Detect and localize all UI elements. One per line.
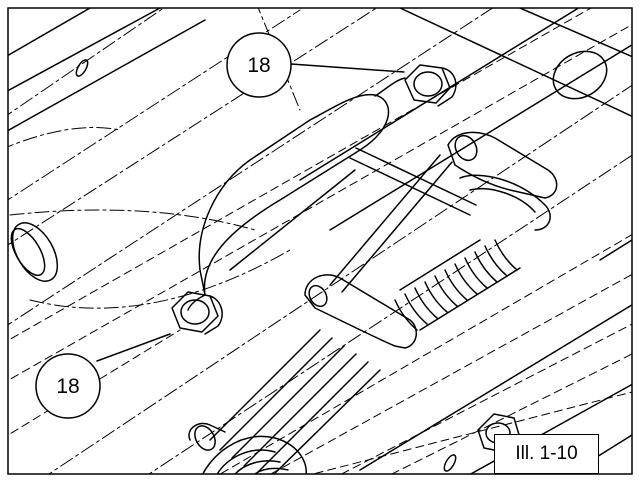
leader-lines: [96, 63, 405, 362]
slots: [10, 50, 608, 472]
plate-stack: [188, 329, 381, 474]
guide-rods: [329, 147, 477, 293]
upper-clevis: [447, 131, 558, 231]
coil-spring: [394, 239, 521, 331]
callout-bubble-lower: 18: [35, 353, 101, 419]
hex-nut-upper: [404, 64, 457, 107]
hex-nut-lower: [171, 291, 223, 335]
ribbed-cap: [202, 435, 307, 474]
drawing-frame: [7, 7, 633, 475]
callout-bubble-upper: 18: [226, 32, 292, 98]
reservoir: [187, 77, 406, 311]
lever-arm: [304, 274, 417, 349]
callout-label-lower: 18: [56, 375, 79, 398]
callout-label-upper: 18: [247, 54, 270, 77]
figure-label: Ill. 1-10: [494, 434, 599, 474]
